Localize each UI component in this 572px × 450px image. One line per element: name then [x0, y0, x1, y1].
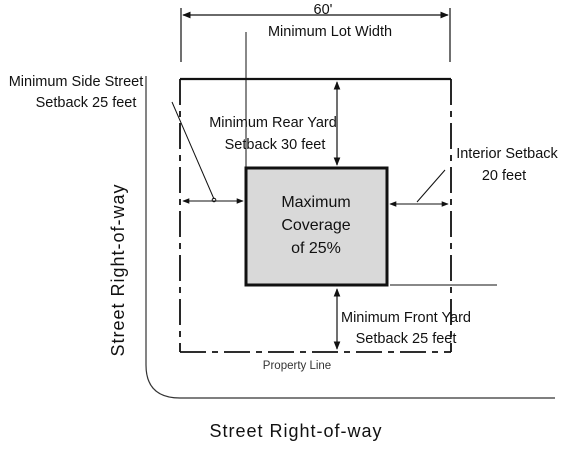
street-right-of-way-line — [145, 76, 555, 399]
rear-yard-label-line1: Minimum Rear Yard — [209, 115, 337, 131]
side-street-setback-dimension — [171, 101, 244, 204]
lot-width-label: Minimum Lot Width — [268, 24, 392, 40]
interior-setback-label-line2: 20 feet — [482, 168, 526, 184]
front-yard-label-line2: Setback 25 feet — [356, 331, 457, 347]
street-bottom-label: Street Right-of-way — [209, 421, 382, 441]
lot-width-dimension — [180, 8, 451, 62]
building-footprint — [244, 166, 389, 287]
interior-setback-dimension — [389, 169, 449, 207]
lot-width-value: 60' — [314, 2, 333, 18]
side-street-label-line1: Minimum Side Street — [9, 74, 144, 90]
coverage-label-line1: Maximum — [281, 194, 350, 211]
front-yard-label-line1: Minimum Front Yard — [341, 310, 471, 326]
interior-setback-label-line1: Interior Setback — [456, 146, 558, 162]
coverage-label-line3: of 25% — [291, 240, 341, 257]
street-left-label: Street Right-of-way — [108, 183, 128, 356]
property-line-label: Property Line — [263, 360, 331, 372]
property-line-boundary — [179, 77, 452, 353]
coverage-label-line2: Coverage — [281, 217, 350, 234]
rear-yard-label-line2: Setback 30 feet — [225, 137, 326, 153]
side-street-label-line2: Setback 25 feet — [36, 95, 137, 111]
